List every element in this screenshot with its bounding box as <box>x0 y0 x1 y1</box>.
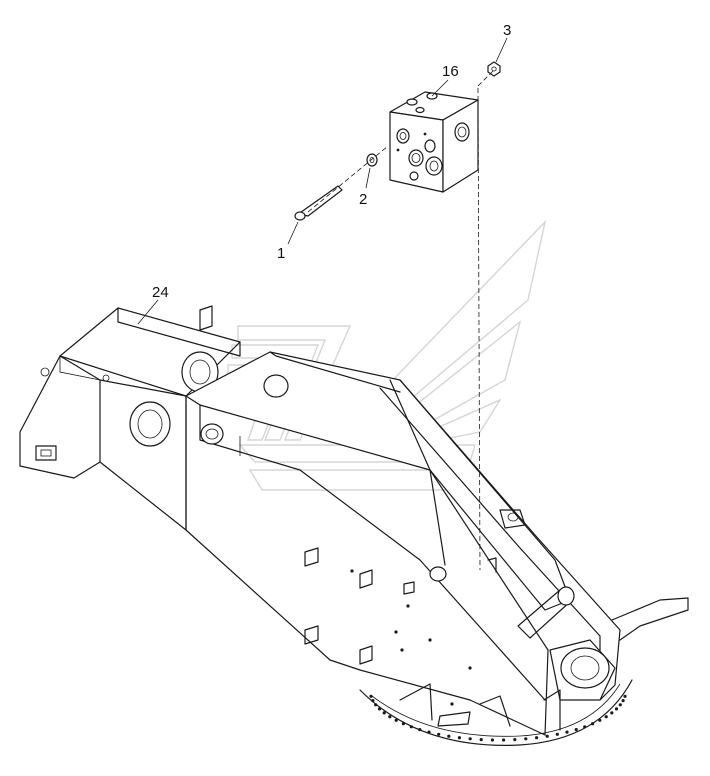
lower-pivot <box>560 647 610 689</box>
bolt-hole <box>545 734 549 738</box>
bolt-hole <box>565 730 569 734</box>
bolt-hole <box>490 738 494 742</box>
bolt-hole <box>447 734 451 738</box>
bolt-hole <box>621 699 625 703</box>
bolt-hole <box>377 707 382 711</box>
bolt-hole <box>479 738 483 742</box>
bolt-hole <box>604 715 608 719</box>
bolt <box>294 185 343 221</box>
rear-slot <box>35 445 57 461</box>
bolt-hole <box>468 737 472 741</box>
bolt-hole <box>371 699 375 703</box>
bolt-hole <box>591 722 595 726</box>
bolt-hole <box>394 718 398 722</box>
bolt-axis-line <box>307 145 389 213</box>
bolt-hole <box>555 732 559 736</box>
frame-assembly <box>19 305 689 746</box>
nut-axis-line <box>477 69 495 87</box>
bolt-hole <box>427 730 431 734</box>
rear-bore <box>129 401 171 447</box>
bolt-hole <box>524 737 528 741</box>
bolt-hole <box>618 703 622 707</box>
turntable-bolt-holes <box>369 694 627 742</box>
pivot-bore <box>263 374 289 398</box>
bolt-hole <box>382 711 386 715</box>
bolt-hole <box>610 711 614 715</box>
bolt-hole <box>409 725 413 729</box>
mounting-axis-line <box>477 87 481 571</box>
bolt-hole <box>374 703 378 707</box>
bolt-hole <box>583 725 587 729</box>
bolt-hole <box>535 736 539 740</box>
bolt-hole <box>502 738 506 742</box>
bolt-hole <box>437 732 441 736</box>
bolt-hole <box>388 715 392 719</box>
valve-block <box>389 91 479 193</box>
washer <box>366 153 378 167</box>
bolt-hole <box>401 722 405 726</box>
callout-1: 1 <box>277 245 285 262</box>
callout-16: 16 <box>442 63 459 80</box>
bolt-hole <box>598 718 602 722</box>
bolt-hole <box>623 694 627 698</box>
bolt-hole <box>457 736 461 740</box>
bolt-hole <box>614 707 619 711</box>
bolt-hole <box>513 738 517 742</box>
callout-3: 3 <box>503 22 511 39</box>
bolt-hole <box>418 728 422 732</box>
bolt-hole <box>574 728 578 732</box>
callout-24: 24 <box>152 284 169 301</box>
bolt-hole <box>369 694 373 698</box>
callout-2: 2 <box>359 191 367 208</box>
